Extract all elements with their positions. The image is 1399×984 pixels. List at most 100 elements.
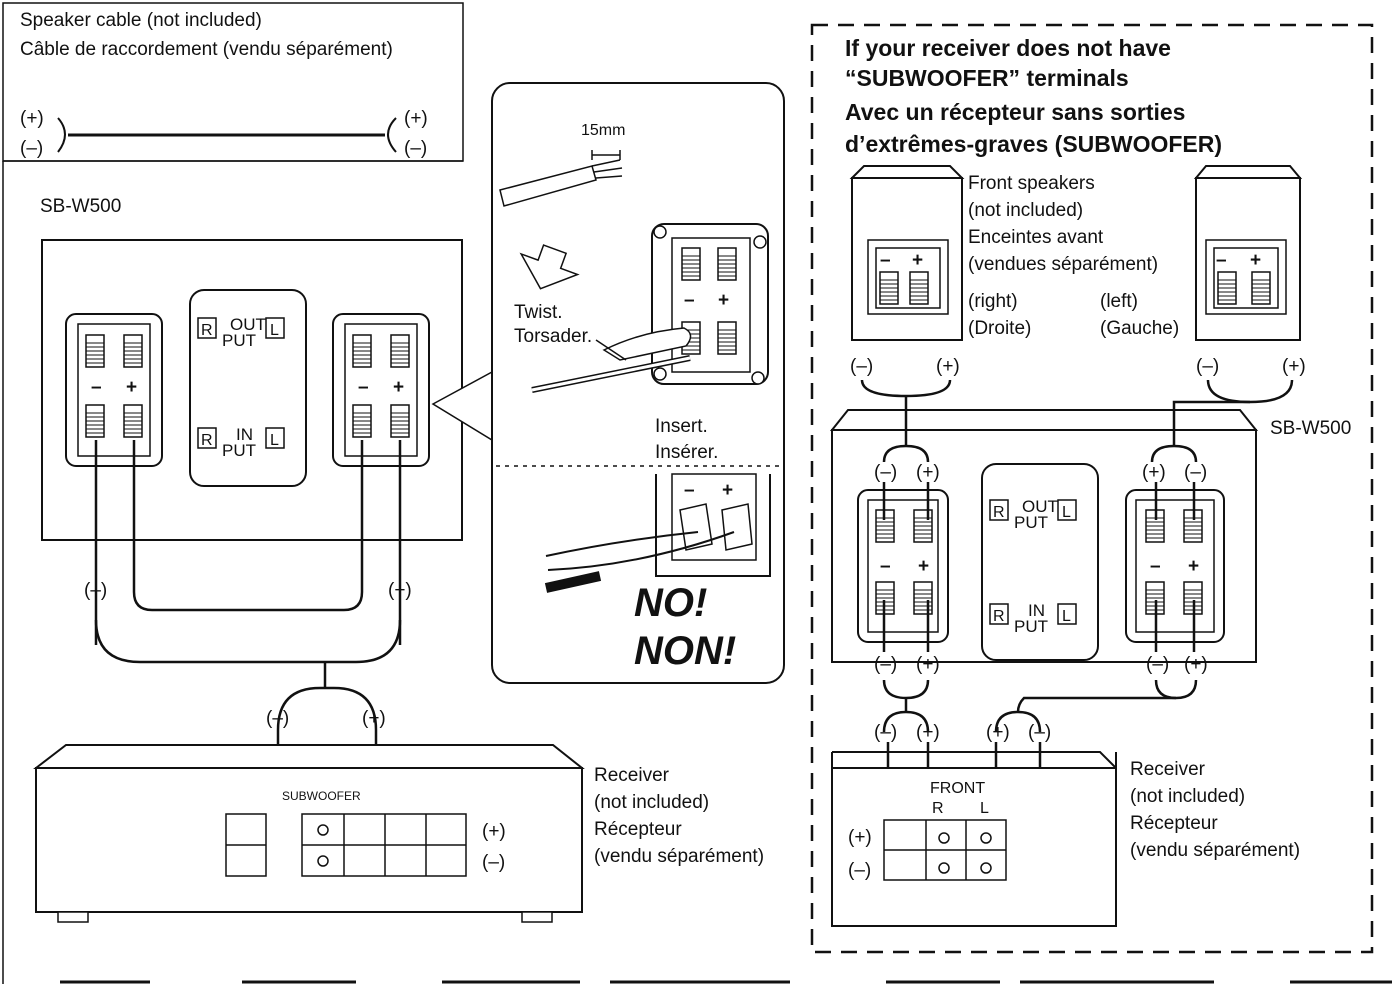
alt-wire-label-7: (–) [1146,654,1169,675]
right-model-label: SB-W500 [1270,418,1351,439]
front-terminal-label: FRONT [930,780,985,797]
alt-receiver-label-2: (not included) [1130,786,1245,807]
alt-out-top: OUT [1022,497,1058,516]
alt-wire-label-12: (–) [1028,722,1051,743]
alt-title-2: “SUBWOOFER” terminals [845,65,1129,91]
left-section-frame [2,160,463,984]
alt-wire-label-6: (+) [916,654,940,675]
finger-icon [602,327,692,361]
left-model-label: SB-W500 [40,196,121,217]
alt-out-l: L [1062,504,1071,521]
receiver-label-3: Récepteur [594,819,682,840]
fr-left-wire-plus: (+) [1282,356,1306,377]
alt-receiver-label-1: Receiver [1130,759,1206,780]
alt-receiver-label-4: (vendu séparément) [1130,840,1300,861]
fr-right-minus: – [880,250,891,271]
cable-right-bracket [387,117,397,153]
fr-left-minus: – [1216,250,1227,271]
left-minus-label: (–) [84,580,107,601]
plate-plus: + [718,290,729,311]
left-block-plus-sign: + [126,377,137,398]
front-label-3: Enceintes avant [968,227,1104,248]
fr-right-plus: + [912,250,923,271]
receiver-minus-label: (–) [266,708,289,729]
alt-in-r: R [993,608,1005,625]
stripped-wire [499,165,597,207]
alt-wire-label-8: (+) [1184,654,1208,675]
alt-right-block-minus: – [1150,556,1161,577]
front-speaker-right: – + [849,165,965,341]
alt-left-block-plus: + [918,556,929,577]
twist-label-fr: Torsader. [514,326,592,347]
alt-wire-label-10: (+) [916,722,940,743]
left-io-panel: R OUT PUT L R IN PUT L [189,289,307,487]
cable-label-fr: Câble de raccordement (vendu séparément) [20,39,393,60]
wrong-minus: – [684,480,695,501]
fr-left-wire-minus: (–) [1196,356,1219,377]
left-out-bottom: PUT [222,331,256,350]
alt-wire-label-11: (+) [986,722,1010,743]
left-in-r: R [201,432,213,449]
wrong-plus: + [722,480,733,501]
speaker-cable-box: Speaker cable (not included) Câble de ra… [2,2,464,162]
alt-io-panel: R OUT PUT L R IN PUT L [981,463,1099,661]
alt-receiver-minus: (–) [848,860,871,881]
left-in-top: IN [236,425,253,444]
alt-in-l: L [1062,608,1071,625]
left-block-minus-sign: – [91,377,102,398]
alt-wire-label-9: (–) [874,722,897,743]
cable-left-bracket [57,117,66,153]
alt-right-block-plus: + [1188,556,1199,577]
no-label-fr: NON! [634,629,736,673]
cable-plus-right: (+) [404,108,428,129]
detail-panel: 15mm Twist. Torsader. – + Insert. I [491,82,785,684]
fr-right-wire-plus: (+) [936,356,960,377]
alt-in-bottom: PUT [1014,617,1048,636]
alt-wire-label-3: (+) [1142,462,1166,483]
fr-right-wire-minus: (–) [850,356,873,377]
insert-label-en: Insert. [655,416,708,437]
alternative-panel: If your receiver does not have “SUBWOOFE… [810,23,1374,954]
right-label-fr: (Droite) [968,318,1031,339]
left-plus-label: (+) [388,580,412,601]
alt-out-r: R [993,504,1005,521]
receiver-side-plus: (+) [482,821,506,842]
alt-left-block: – + [857,489,949,643]
left-in-bottom: PUT [222,441,256,460]
receiver-side-minus: (–) [482,852,505,873]
alt-right-block: – + [1125,489,1225,643]
alt-out-bottom: PUT [1014,513,1048,532]
alt-in-top: IN [1028,601,1045,620]
receiver-label-2: (not included) [594,792,709,813]
alt-left-block-minus: – [880,556,891,577]
front-terminal-r: R [932,800,944,817]
down-arrow-icon [519,244,580,290]
left-terminal-block: – + [65,313,163,467]
subwoofer-terminal-label: SUBWOOFER [282,789,361,803]
front-speaker-left: – + [1193,165,1303,341]
front-label-2: (not included) [968,200,1083,221]
plate-minus: – [684,290,695,311]
alt-wire-label-2: (+) [916,462,940,483]
twist-label-en: Twist. [514,302,563,323]
cable-plus-left: (+) [20,108,44,129]
cable-minus-right: (–) [404,138,427,159]
front-label-1: Front speakers [968,173,1095,194]
right-label-en: (right) [968,291,1018,312]
front-label-4: (vendues séparément) [968,254,1158,275]
alt-title-4: d’extrêmes-graves (SUBWOOFER) [845,131,1222,157]
left-diagram: SB-W500 – + R OUT PUT L R IN PUT [33,196,764,923]
cable-minus-left: (–) [20,138,43,159]
alt-title-3: Avec un récepteur sans sorties [845,99,1185,125]
fr-left-plus: + [1250,250,1261,271]
alt-wire-label-1: (–) [874,462,897,483]
left-out-top: OUT [230,315,266,334]
insert-label-fr: Insérer. [655,442,718,463]
left-label-en: (left) [1100,291,1138,312]
receiver-label-1: Receiver [594,765,670,786]
left-out-r: R [201,322,213,339]
wrong-example: – + NO! NON! [544,473,771,673]
receiver-label-4: (vendu séparément) [594,846,764,867]
left-out-l: L [270,322,279,339]
